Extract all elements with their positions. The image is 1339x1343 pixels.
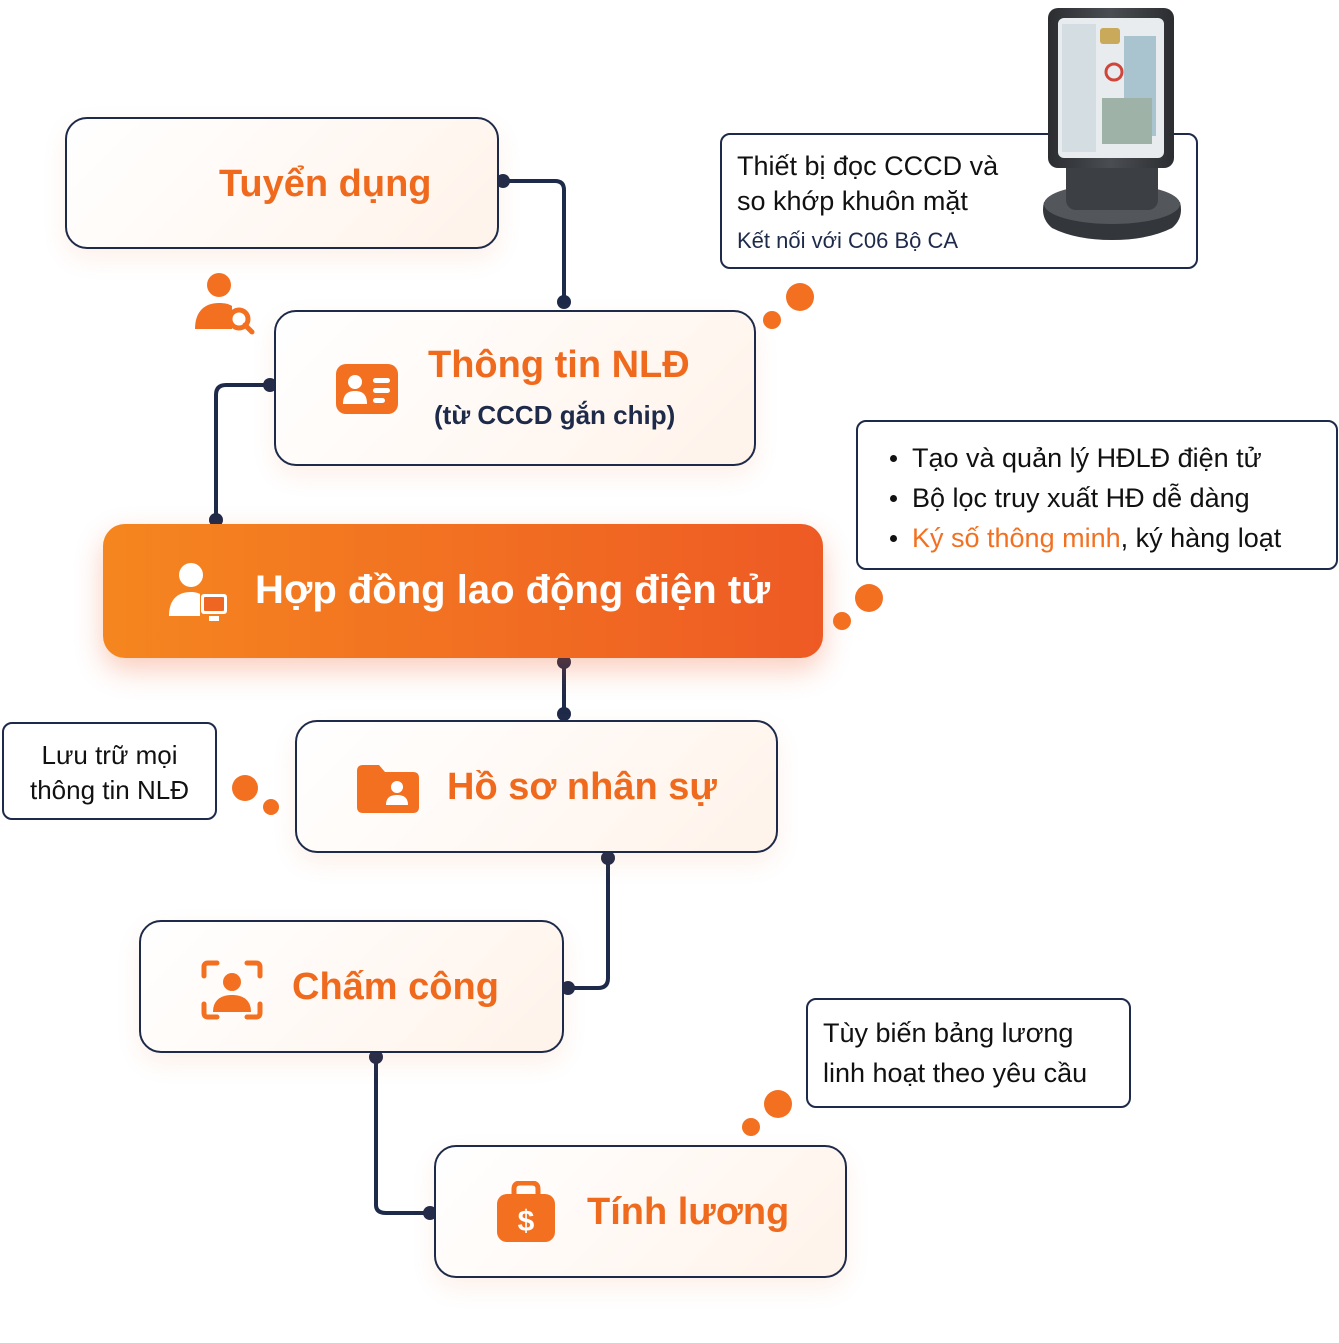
payroll-label: Tính lương xyxy=(587,1191,790,1233)
features-note-dot-small xyxy=(833,612,851,630)
storage-note-dot-large xyxy=(232,775,258,801)
recruit-node[interactable]: Tuyển dụng xyxy=(65,117,499,335)
timekeeping-label: Chấm công xyxy=(292,966,499,1008)
feature-item-3-highlight: Ký số thông minh xyxy=(912,523,1121,553)
face-scan-icon xyxy=(201,960,263,1020)
cccd-reader-device-icon xyxy=(1043,8,1181,240)
reader-note-dot-large xyxy=(786,283,814,311)
user-computer-icon xyxy=(169,563,227,621)
connector-timekeeping-payroll xyxy=(374,1057,430,1215)
feature-item-1: Tạo và quản lý HĐLĐ điện tử xyxy=(884,438,1281,478)
payroll-custom-line1: Tùy biến bảng lương xyxy=(823,1018,1074,1048)
money-bag-icon: $ xyxy=(497,1181,555,1242)
e-contract-label: Hợp đồng lao động điện tử xyxy=(255,568,771,612)
connector-info-contract xyxy=(214,383,270,520)
payroll-note-dot-large xyxy=(764,1090,792,1118)
contract-features-note: Tạo và quản lý HĐLĐ điện tử Bộ lọc truy … xyxy=(856,420,1338,570)
reader-note-line3: Kết nối với C06 Bộ CA xyxy=(737,228,959,253)
e-contract-node[interactable]: Hợp đồng lao động điện tử xyxy=(103,524,823,658)
employee-info-label: Thông tin NLĐ xyxy=(428,344,690,386)
payroll-custom-note: Tùy biến bảng lương linh hoạt theo yêu c… xyxy=(806,998,1131,1108)
storage-note-line2: thông tin NLĐ xyxy=(30,775,189,805)
user-search-icon xyxy=(195,273,255,335)
hr-records-label: Hồ sơ nhân sự xyxy=(447,766,717,808)
feature-item-3: Ký số thông minh, ký hàng loạt xyxy=(884,518,1281,558)
connector-recruit-info xyxy=(503,179,566,302)
features-note-dot-large xyxy=(855,584,883,612)
reader-note-line2: so khớp khuôn mặt xyxy=(737,186,968,216)
svg-text:$: $ xyxy=(518,1205,535,1238)
folder-user-icon xyxy=(357,765,419,813)
hr-records-node[interactable]: Hồ sơ nhân sự xyxy=(295,720,778,853)
storage-note-line1: Lưu trữ mọi xyxy=(41,740,178,770)
recruit-label: Tuyển dụng xyxy=(219,163,432,205)
employee-info-sublabel: (từ CCCD gắn chip) xyxy=(434,400,676,430)
connector-records-timekeeping xyxy=(568,858,610,990)
feature-item-3-rest: , ký hàng loạt xyxy=(1120,523,1282,553)
employee-info-node[interactable]: Thông tin NLĐ (từ CCCD gắn chip) xyxy=(274,310,756,466)
reader-note-line1: Thiết bị đọc CCCD và xyxy=(737,151,999,181)
reader-note-dot-small xyxy=(763,311,781,329)
id-card-icon xyxy=(336,364,398,414)
timekeeping-node[interactable]: Chấm công xyxy=(139,920,564,1053)
feature-item-2: Bộ lọc truy xuất HĐ dễ dàng xyxy=(884,478,1281,518)
payroll-custom-line2: linh hoạt theo yêu cầu xyxy=(823,1058,1088,1088)
payroll-node[interactable]: $ Tính lương xyxy=(434,1145,847,1278)
payroll-note-dot-small xyxy=(742,1118,760,1136)
storage-note-dot-small xyxy=(263,799,279,815)
storage-note: Lưu trữ mọi thông tin NLĐ xyxy=(2,722,217,820)
